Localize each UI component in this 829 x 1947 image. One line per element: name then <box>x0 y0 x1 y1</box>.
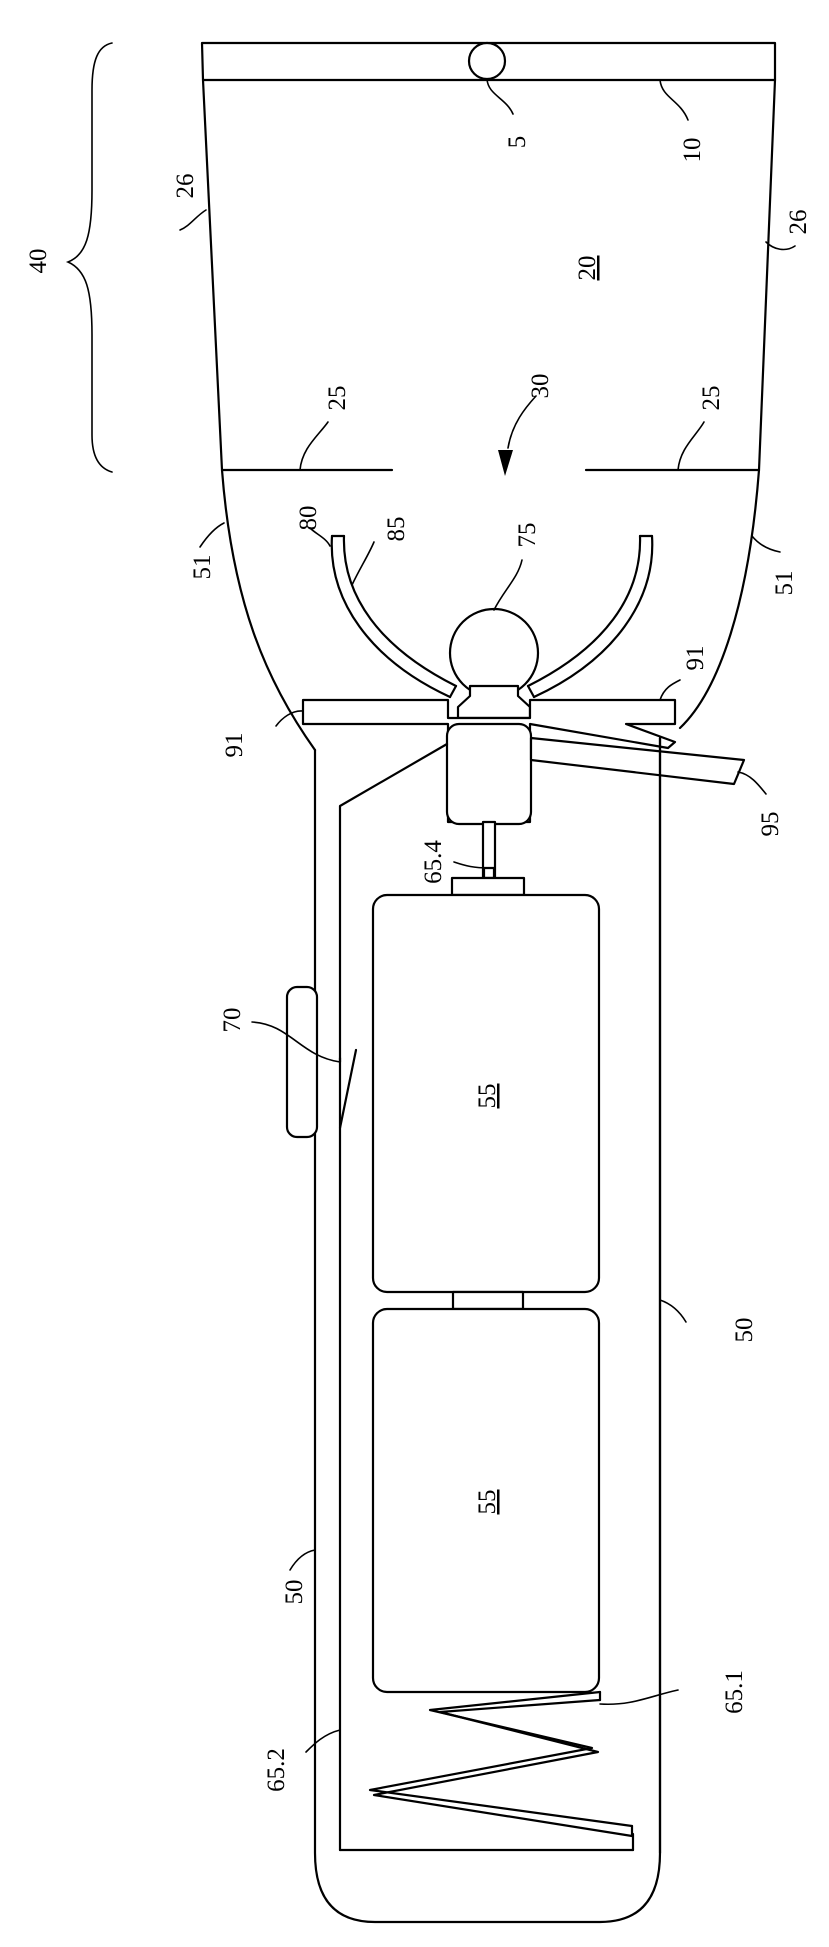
label-10: 10 <box>679 138 706 163</box>
leader-91-right <box>659 679 681 701</box>
leader-50-left <box>289 1549 316 1571</box>
label-50-right: 50 <box>731 1318 758 1343</box>
reflector-inner <box>342 534 458 688</box>
label-70: 70 <box>219 1008 246 1033</box>
reflector-outer <box>330 534 452 699</box>
label-25-right: 25 <box>698 386 725 411</box>
contact-65-4 <box>450 820 526 897</box>
leader-85 <box>351 541 375 586</box>
label-20: 20 <box>574 256 601 281</box>
ball-element <box>467 41 507 81</box>
leader-51-left <box>199 522 225 548</box>
label-95: 95 <box>757 812 784 837</box>
reflector-assembly <box>330 534 654 720</box>
label-51-left: 51 <box>189 555 216 580</box>
leader-65-2 <box>305 1729 341 1753</box>
label-65-4: 65.4 <box>420 840 447 884</box>
label-26-right: 26 <box>785 210 812 235</box>
battery-cap-top <box>450 876 526 897</box>
label-85: 85 <box>383 517 410 542</box>
leader-26-right <box>765 241 796 251</box>
switch-lever <box>338 1048 358 1130</box>
socket-housing <box>445 722 533 826</box>
leader-50-right <box>659 1299 687 1323</box>
lamp-neck <box>456 684 532 720</box>
head-wall-left <box>201 78 317 752</box>
lamp-bulb <box>448 607 540 699</box>
label-30: 30 <box>527 374 554 399</box>
leader-51-right <box>751 535 781 553</box>
reference-numerals: 40 5 10 26 26 20 25 25 30 51 51 80 85 75… <box>25 136 812 1792</box>
label-91-right: 91 <box>682 646 709 671</box>
label-65-2: 65.2 <box>263 1748 290 1792</box>
leader-25-right <box>677 421 705 471</box>
leader-26-left <box>179 209 207 231</box>
label-55-lower: 55 <box>474 1490 501 1515</box>
battery-connector <box>451 1290 525 1311</box>
head-section <box>200 41 777 752</box>
label-51-right: 51 <box>771 571 798 596</box>
label-26-left: 26 <box>172 174 199 199</box>
label-50-left: 50 <box>281 1580 308 1605</box>
spring-outer <box>372 1698 634 1838</box>
label-5: 5 <box>504 136 531 149</box>
leader-70 <box>251 1021 341 1063</box>
label-40: 40 <box>25 249 52 274</box>
batteries <box>371 893 601 1694</box>
leader-80 <box>309 527 331 547</box>
label-80: 80 <box>295 506 322 531</box>
leader-65-1 <box>599 1689 679 1706</box>
spring-65-1 <box>368 1690 634 1838</box>
reflector-outer-right <box>532 534 654 699</box>
head-wall-right <box>678 78 777 730</box>
leader-75 <box>493 559 523 611</box>
arrow-30-head <box>498 450 513 476</box>
label-65-1: 65.1 <box>721 1670 748 1714</box>
leader-25-left <box>299 421 329 471</box>
battery-lower <box>371 1307 601 1694</box>
brace-40 <box>65 42 113 473</box>
spring-inner <box>368 1690 634 1828</box>
label-55-upper: 55 <box>474 1084 501 1109</box>
switch-70 <box>285 985 358 1139</box>
inner-bracket <box>338 742 449 1060</box>
barrel-body <box>313 736 662 1924</box>
leader-65-4 <box>453 861 490 869</box>
reflector-inner-right <box>526 534 642 688</box>
rod-95 <box>529 736 746 786</box>
leader-10 <box>659 79 689 121</box>
leader-30 <box>507 395 537 449</box>
barrel-outline <box>313 736 662 1924</box>
switch-button <box>285 985 319 1139</box>
leader-95 <box>737 771 767 795</box>
leader-lines <box>179 78 796 1753</box>
label-75: 75 <box>514 523 541 548</box>
label-25-left: 25 <box>324 386 351 411</box>
leader-91-left <box>275 710 304 727</box>
label-91-left: 91 <box>221 733 248 758</box>
leader-5 <box>486 78 514 115</box>
